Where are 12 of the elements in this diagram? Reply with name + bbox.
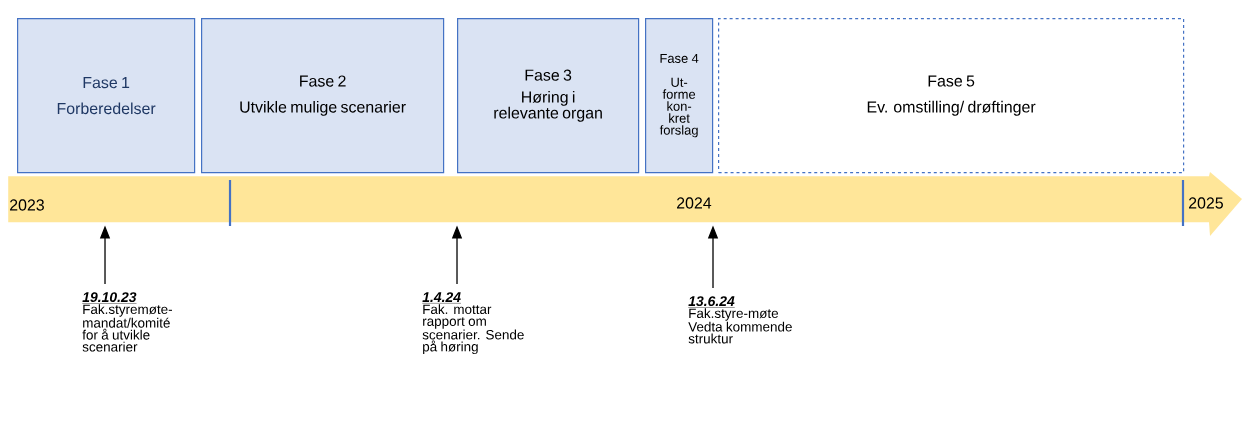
phase-box: Fase 1 Forberedelser [17, 18, 196, 174]
milestone-note: 13.6.24 Fak.styre-møte Vedta kommende struktur [688, 296, 792, 344]
phase-box: Fase 4 Ut- forme kon- kret forslag [645, 18, 714, 174]
milestone-note: 19.10.23 Fak.styremøte- mandat/komité for å utvikle scenarier [82, 292, 173, 352]
phase-box: Fase 2 Utvikle mulige scenarier [201, 18, 445, 174]
year-label: 2023 [10, 199, 44, 211]
timeline-arrow [8, 172, 1242, 236]
year-label: 2025 [1189, 197, 1223, 209]
phase-box: Fase 3 Høring i relevante organ [457, 18, 640, 174]
phase-box: Fase 5 Ev. omstilling/ drøftinger [718, 18, 1185, 174]
milestone-note: 1.4.24 Fak. mottar rapport om scenarier. Sende på høring [422, 292, 524, 355]
year-label: 2024 [677, 197, 712, 209]
